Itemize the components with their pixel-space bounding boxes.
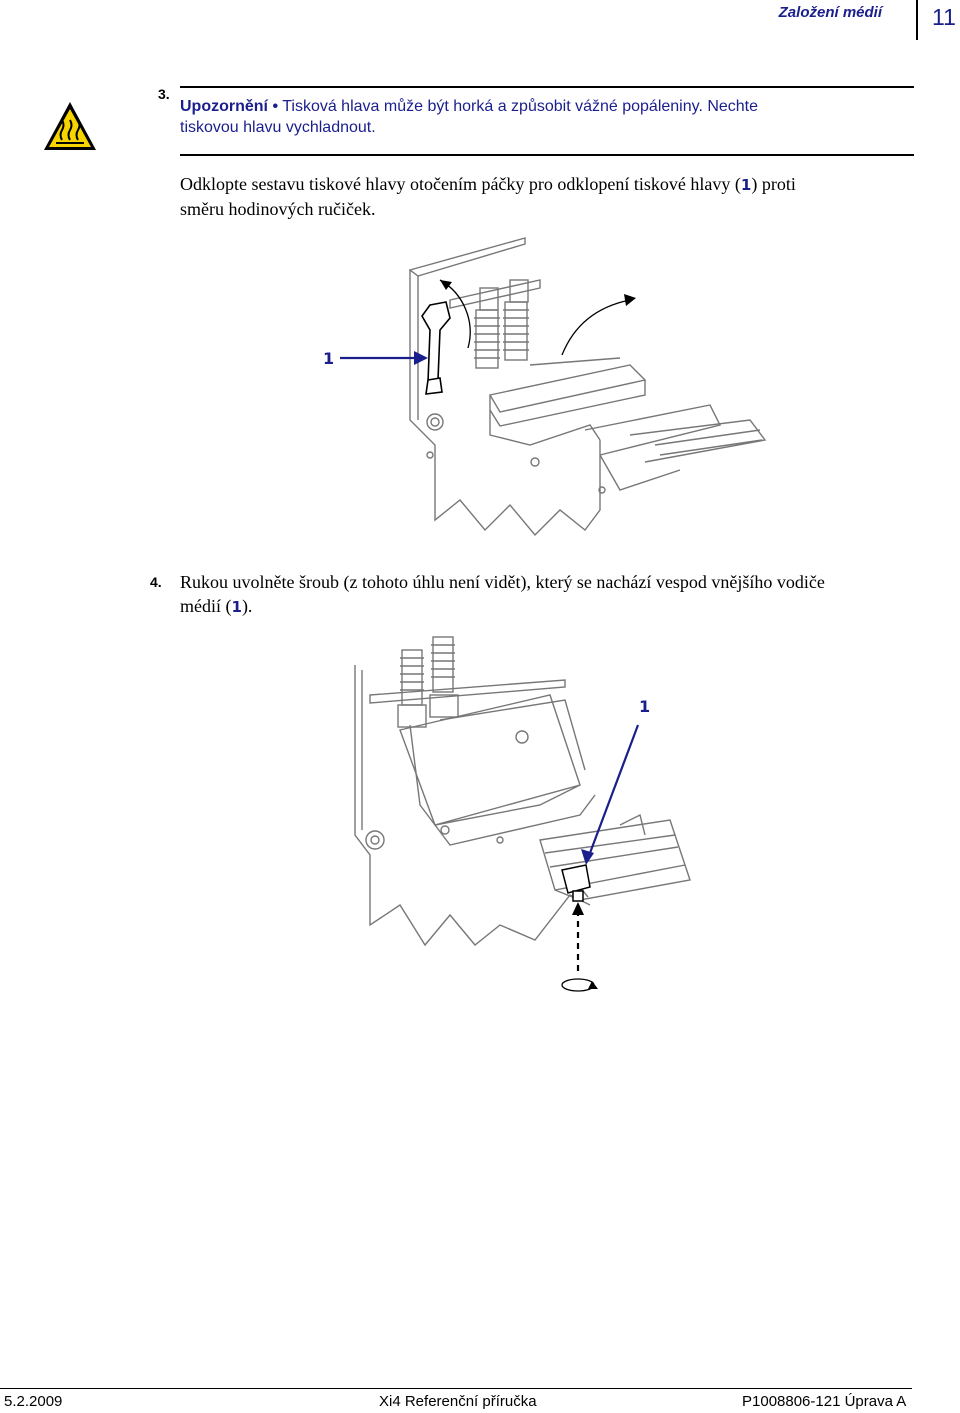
figure1-callout-number: 1 [323, 349, 335, 368]
step4-text-callout: 1 [231, 598, 242, 616]
caution-note: Upozornění • Tisková hlava může být hork… [180, 96, 900, 138]
printhead-open-illustration [340, 237, 767, 537]
section-title: Založení médií [778, 4, 882, 21]
page-number: 11 [932, 4, 956, 30]
caution-label: Upozornění • [180, 98, 279, 115]
hot-surface-warning-icon [44, 102, 96, 150]
step3-text-line2: směru hodinových ručiček. [180, 199, 376, 219]
caution-bottom-rule [180, 154, 914, 156]
step3-instruction: Odklopte sestavu tiskové hlavy otočením … [180, 172, 920, 221]
step-number-3: 3. [158, 86, 170, 102]
caution-text-line2: tiskovou hlavu vychladnout. [180, 119, 376, 136]
header-divider [916, 0, 918, 40]
step3-text-callout: 1 [740, 176, 752, 194]
media-guide-screw-illustration [354, 636, 691, 992]
footer-manual-title: Xi4 Referenční příručka [379, 1393, 537, 1410]
footer-date: 5.2.2009 [4, 1393, 63, 1410]
step4-instruction: 4. Rukou uvolněte šroub (z tohoto úhlu n… [150, 570, 920, 619]
step3-text-b: ) proti [751, 174, 796, 194]
step4-number: 4. [150, 574, 162, 590]
footer-rule [0, 1388, 912, 1389]
figure2-callout-number: 1 [639, 697, 651, 716]
step4-text-b: ). [241, 596, 253, 616]
step3-text-a: Odklopte sestavu tiskové hlavy otočením … [180, 174, 741, 194]
caution-top-rule [180, 86, 914, 88]
step4-text-line2-a: médií ( [180, 596, 232, 616]
caution-text-line1: Tisková hlava může být horká a způsobit … [278, 98, 759, 115]
step4-text-a: Rukou uvolněte šroub (z tohoto úhlu není… [180, 572, 825, 592]
footer-doc-number: P1008806-121 Úprava A [742, 1393, 907, 1410]
